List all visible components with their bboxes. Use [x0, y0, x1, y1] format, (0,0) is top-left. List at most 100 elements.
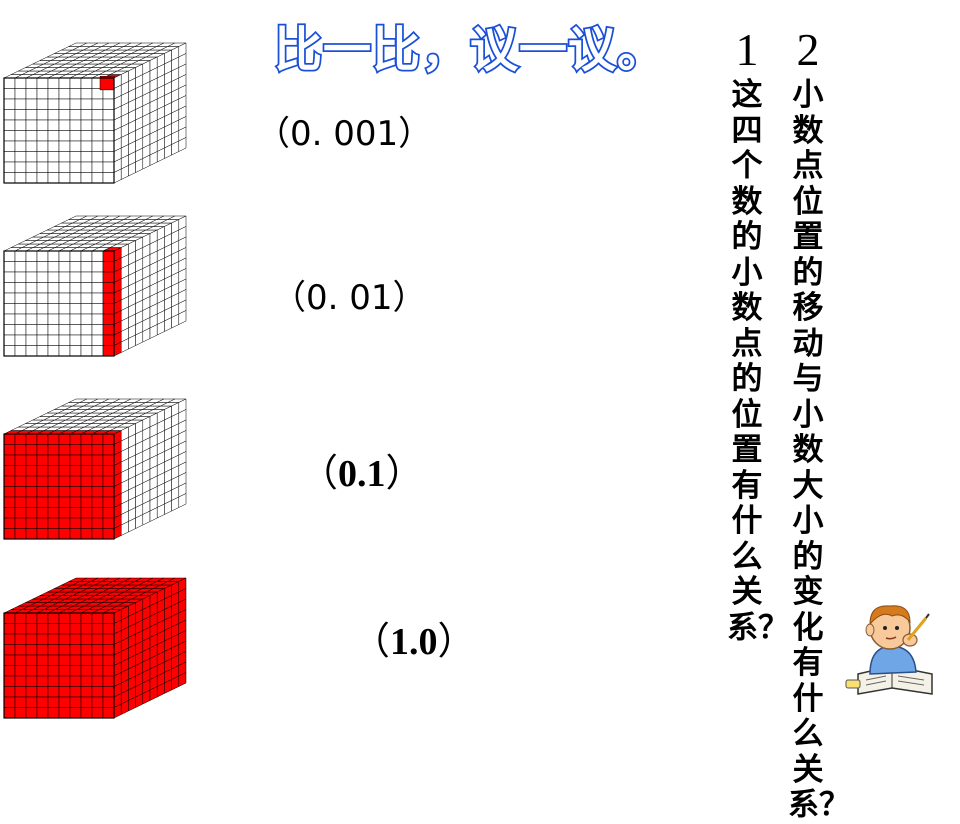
cube-front-cell — [91, 292, 104, 304]
cube-front-cell — [102, 454, 115, 466]
cube-front-cell — [69, 172, 82, 184]
cube-front-cell — [91, 633, 104, 645]
cube-front-cell — [91, 475, 104, 487]
cube-front-cell — [80, 261, 93, 273]
cube-front-cell — [58, 88, 71, 100]
cube-front-cell — [91, 517, 104, 529]
cube-front-cell — [25, 633, 38, 645]
cube-front-cell — [91, 496, 104, 508]
cube-front-cell — [102, 161, 115, 173]
cube-front-cell — [91, 644, 104, 656]
cube-front-cell — [58, 486, 71, 498]
cube-front-cell — [14, 528, 27, 540]
cube-front-cell — [3, 486, 16, 498]
cube-front-cell — [58, 345, 71, 357]
cube-front-cell — [69, 324, 82, 336]
cube-front-cell — [58, 119, 71, 131]
cube-front-cell — [36, 130, 49, 142]
cube-front-cell — [25, 612, 38, 624]
cube-front-cell — [102, 686, 115, 698]
cube-front-cell — [3, 507, 16, 519]
cube-front-cell — [47, 88, 60, 100]
cube-front-cell — [14, 345, 27, 357]
cube-front-cell — [47, 109, 60, 121]
cube-front-cell — [14, 77, 27, 89]
cube-front-cell — [102, 633, 115, 645]
cube-front-cell — [3, 623, 16, 635]
cube-front-cell — [69, 465, 82, 477]
cube-front-cell — [36, 665, 49, 677]
cube-front-cell — [3, 345, 16, 357]
cube-front-cell — [25, 507, 38, 519]
cube-front-cell — [47, 665, 60, 677]
cube-front-cell — [25, 282, 38, 294]
cube-front-cell — [36, 696, 49, 708]
cube-front-cell — [36, 454, 49, 466]
question-2: 2 小数点位置的移动与小数大小的变化有什么关系？ — [788, 22, 850, 824]
cube-front-cell — [36, 475, 49, 487]
cube-front-cell — [58, 109, 71, 121]
cube-front-cell — [25, 261, 38, 273]
cube-front-cell — [36, 633, 49, 645]
value-close-paren-whole: ） — [437, 621, 476, 663]
cube-front-cell — [80, 313, 93, 325]
cube-front-cell — [80, 486, 93, 498]
cube-front-cell — [14, 444, 27, 456]
cube-front-cell — [91, 271, 104, 283]
cube-front-cell — [3, 612, 16, 624]
cube-front-cell — [14, 261, 27, 273]
cube-front-outline — [3, 77, 115, 184]
cube-front-cell — [3, 465, 16, 477]
cube-front-cell — [69, 282, 82, 294]
cube-side-cell — [178, 310, 187, 325]
cube-front-cell — [91, 444, 104, 456]
cube-front-cell — [80, 77, 93, 89]
cube-front-cell — [14, 486, 27, 498]
cube-front-cell — [3, 644, 16, 656]
cube-front-cell — [25, 623, 38, 635]
cube-tenth-drawing — [3, 398, 187, 540]
cube-front-cell — [25, 109, 38, 121]
cube-front-cell — [80, 324, 93, 336]
cube-front-cell — [14, 612, 27, 624]
cube-front-cell — [3, 130, 16, 142]
cube-front-cell — [14, 623, 27, 635]
cube-front-cell — [58, 334, 71, 346]
cube-front-cell — [102, 465, 115, 477]
cube-front-cell — [69, 444, 82, 456]
cube-front-cell — [14, 654, 27, 666]
cube-front-cell — [91, 665, 104, 677]
cube-front-cell — [14, 507, 27, 519]
cube-whole — [3, 577, 187, 719]
cube-front-cell — [3, 324, 16, 336]
cube-front-cell — [91, 433, 104, 445]
cube-front-cell — [102, 292, 115, 304]
cube-front-cell — [25, 528, 38, 540]
cube-front-cell — [25, 313, 38, 325]
cube-front-cell — [25, 271, 38, 283]
cube-front-cell — [3, 119, 16, 131]
cube-front-cell — [3, 271, 16, 283]
cube-front-cell — [47, 696, 60, 708]
cube-front-cell — [14, 465, 27, 477]
cube-front-cell — [47, 271, 60, 283]
cube-front-cell — [102, 612, 115, 624]
cube-front-cell — [102, 334, 115, 346]
cube-front-cell — [3, 261, 16, 273]
cube-side-cell — [178, 672, 187, 687]
cube-front-cell — [80, 334, 93, 346]
cube-front-cell — [58, 475, 71, 487]
cube-front-cell — [3, 334, 16, 346]
cube-front-cell — [91, 303, 104, 315]
cube-front-cell — [25, 292, 38, 304]
cube-front-cell — [80, 633, 93, 645]
cube-front-cell — [36, 109, 49, 121]
cube-front-cell — [91, 686, 104, 698]
cube-front-cell — [3, 454, 16, 466]
cube-front-cell — [58, 633, 71, 645]
cube-front-cell — [14, 161, 27, 173]
cube-front-cell — [80, 172, 93, 184]
cube-front-cell — [102, 675, 115, 687]
cube-front-cell — [36, 465, 49, 477]
cube-front-cell — [80, 528, 93, 540]
